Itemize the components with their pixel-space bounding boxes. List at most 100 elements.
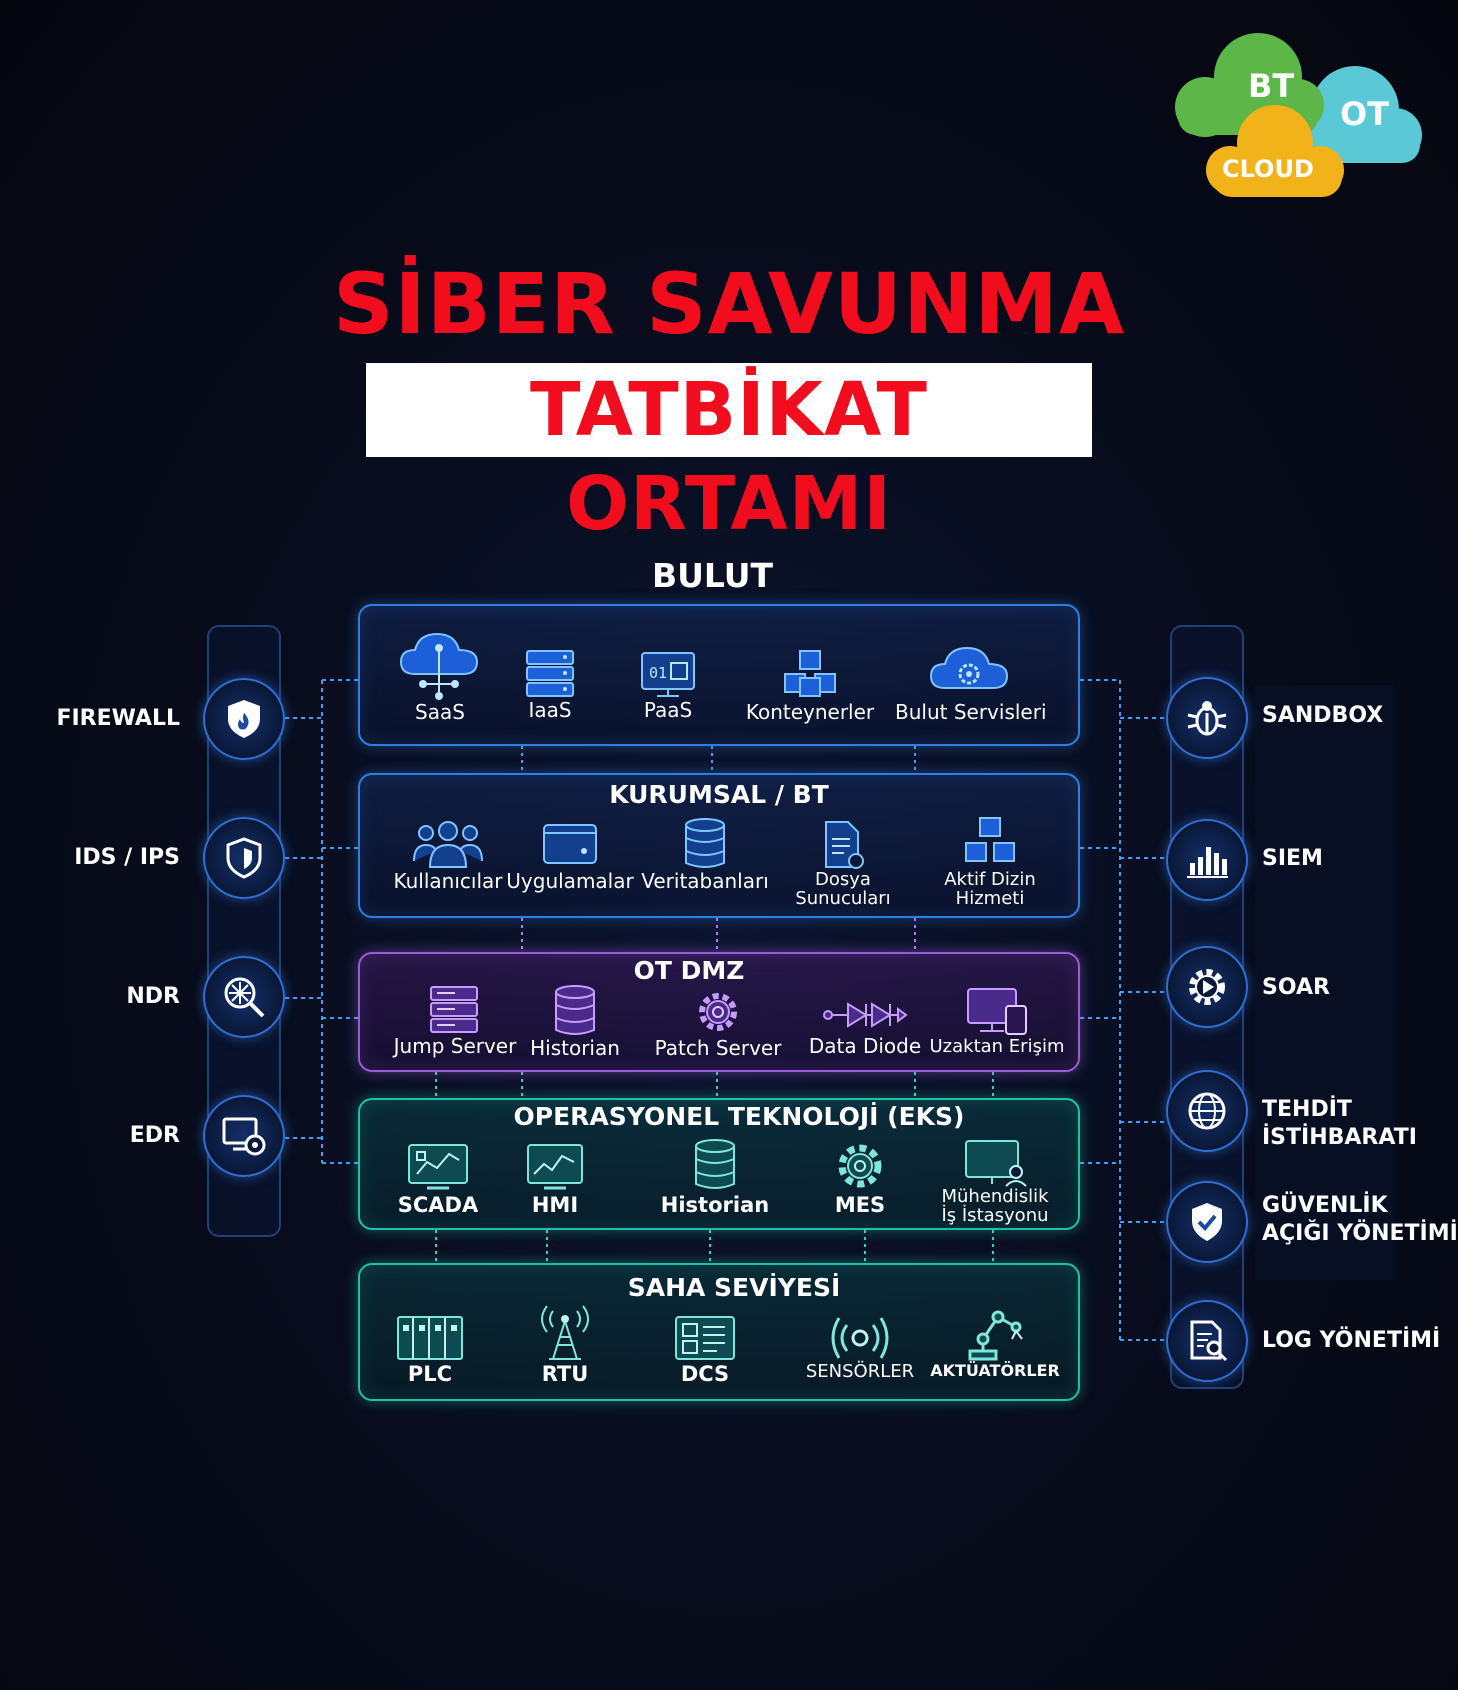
hmi-label: HMI [531,1193,579,1217]
title-line-2: TATBİKAT ORTAMI [529,367,929,547]
item-aktuatorler[interactable]: AKTÜATÖRLER [920,1305,1070,1380]
item-historian-ot[interactable]: Historian [650,1138,780,1216]
logo-cloud-text: CLOUD [1222,155,1314,183]
ndr-label: NDR [126,984,180,1009]
svg-text:01: 01 [649,664,667,682]
item-jump-server[interactable]: Jump Server [380,984,530,1057]
uygulamalar-label: Uygulamalar [506,869,634,893]
bug-icon [1187,701,1227,736]
historian-dmz-label: Historian [530,1036,620,1060]
plc-icon [397,1316,463,1360]
jump-server-icon [430,986,478,1033]
item-bulut-servisleri[interactable]: Bulut Servisleri [895,636,1047,723]
layer-bulut: SaaS IaaS 01 PaaS Konteynerler [358,604,1080,746]
bt-ot-cloud-logo: BT OT CLOUD [1175,33,1422,197]
item-patch-server[interactable]: Patch Server [638,986,798,1059]
database-icon [695,1139,735,1189]
gear-icon [699,993,737,1031]
ot-title: OPERASYONEL TEKNOLOJİ (EKS) [513,1102,965,1131]
item-aktif-dizin[interactable]: Aktif Dizin Hizmeti [920,815,1060,909]
gear-icon [838,1144,882,1188]
sensorler-label: SENSÖRLER [805,1361,915,1382]
mes-label: MES [834,1193,886,1217]
log-yonetimi-button[interactable] [1166,1300,1248,1382]
log-yonetimi-label: LOG YÖNETİMİ [1262,1328,1441,1353]
remote-access-icon [967,988,1027,1035]
is-istasyonu-label: İş İstasyonu [941,1204,1049,1226]
item-saas[interactable]: SaaS [390,622,490,723]
jump-server-label: Jump Server [393,1034,517,1058]
soar-button[interactable] [1166,946,1248,1028]
log-search-icon [1190,1320,1228,1362]
firewall-label: FIREWALL [56,706,180,731]
konteynerler-label: Konteynerler [745,700,875,724]
item-scada[interactable]: SCADA [388,1140,488,1216]
containers-icon [784,650,836,697]
sensor-icon [831,1317,889,1359]
tehdit-label: TEHDİT [1262,1097,1352,1122]
rtu-label: RTU [541,1362,589,1386]
item-kullanicilar[interactable]: Kullanıcılar [378,819,518,892]
item-dosya-sunuculari[interactable]: Dosya Sunucuları [778,819,908,909]
shield-icon [226,837,262,879]
endpoint-icon [222,1117,266,1156]
active-directory-icon [965,817,1015,862]
item-uygulamalar[interactable]: Uygulamalar [505,819,635,892]
ndr-button[interactable] [203,956,285,1038]
sunuculari-label: Sunucuları [795,887,891,909]
item-mes[interactable]: MES [815,1138,905,1216]
item-rtu[interactable]: RTU [520,1301,610,1385]
item-muhendislik-istasyonu[interactable]: Mühendislik İş İstasyonu [920,1138,1070,1226]
soar-label: SOAR [1262,975,1330,1000]
robot-arm-icon [968,1310,1023,1361]
item-dcs[interactable]: DCS [660,1313,750,1385]
guvenlik-acigi-button[interactable] [1166,1181,1248,1263]
dcs-icon [675,1316,735,1360]
veritabanlari-label: Veritabanları [641,869,769,893]
edr-button[interactable] [203,1095,285,1177]
item-paas[interactable]: 01 PaaS [628,648,708,721]
logo-ot-text: OT [1340,95,1389,133]
item-historian-dmz[interactable]: Historian [510,984,640,1059]
dosya-label: Dosya [815,869,871,890]
ids-ips-button[interactable] [203,817,285,899]
platform-icon: 01 [641,652,695,697]
muhendislik-label: Mühendislik [941,1186,1049,1207]
sandbox-button[interactable] [1166,677,1248,759]
item-plc[interactable]: PLC [390,1313,470,1385]
item-iaas[interactable]: IaaS [510,648,590,721]
tehdit-istihbarati-label: TEHDİT İSTİHBARATI [1262,1096,1417,1151]
item-veritabanlari[interactable]: Veritabanları [635,817,775,892]
right-label-backdrop [1255,685,1395,1280]
cloud-network-icon [399,632,479,700]
siem-button[interactable] [1166,819,1248,901]
server-stack-icon [526,650,574,697]
kullanicilar-label: Kullanıcılar [393,869,503,893]
istihbarati-label: İSTİHBARATI [1262,1124,1417,1150]
scada-icon [408,1144,468,1190]
hmi-icon [527,1144,583,1190]
data-diode-label: Data Diode [808,1034,922,1058]
saas-label: SaaS [415,700,465,724]
item-sensorler[interactable]: SENSÖRLER [790,1313,930,1382]
historian-ot-label: Historian [660,1193,770,1217]
guvenlik-label: GÜVENLİK [1262,1193,1388,1218]
database-icon [685,818,725,868]
shield-check-icon [1192,1203,1222,1241]
tehdit-istihbarati-button[interactable] [1166,1070,1248,1152]
item-uzaktan-erisim[interactable]: Uzaktan Erişim [922,984,1072,1057]
aktif-dizin-label: Aktif Dizin [944,869,1036,890]
hizmeti-label: Hizmeti [955,887,1025,909]
item-konteynerler[interactable]: Konteynerler [745,648,875,723]
patch-server-label: Patch Server [654,1036,782,1060]
plc-label: PLC [407,1362,453,1386]
ot-dmz-title: OT DMZ [633,956,745,985]
item-hmi[interactable]: HMI [510,1140,600,1216]
firewall-button[interactable] [203,678,285,760]
layer-kurumsal-bt: KURUMSAL / BT Kullanıcılar Uygulamalar V… [358,773,1080,918]
paas-label: PaaS [643,698,693,722]
item-data-diode[interactable]: Data Diode [790,994,940,1057]
layer-operasyonel-teknoloji: OPERASYONEL TEKNOLOJİ (EKS) SCADA HMI Hi… [358,1098,1080,1230]
applications-icon [543,824,597,864]
